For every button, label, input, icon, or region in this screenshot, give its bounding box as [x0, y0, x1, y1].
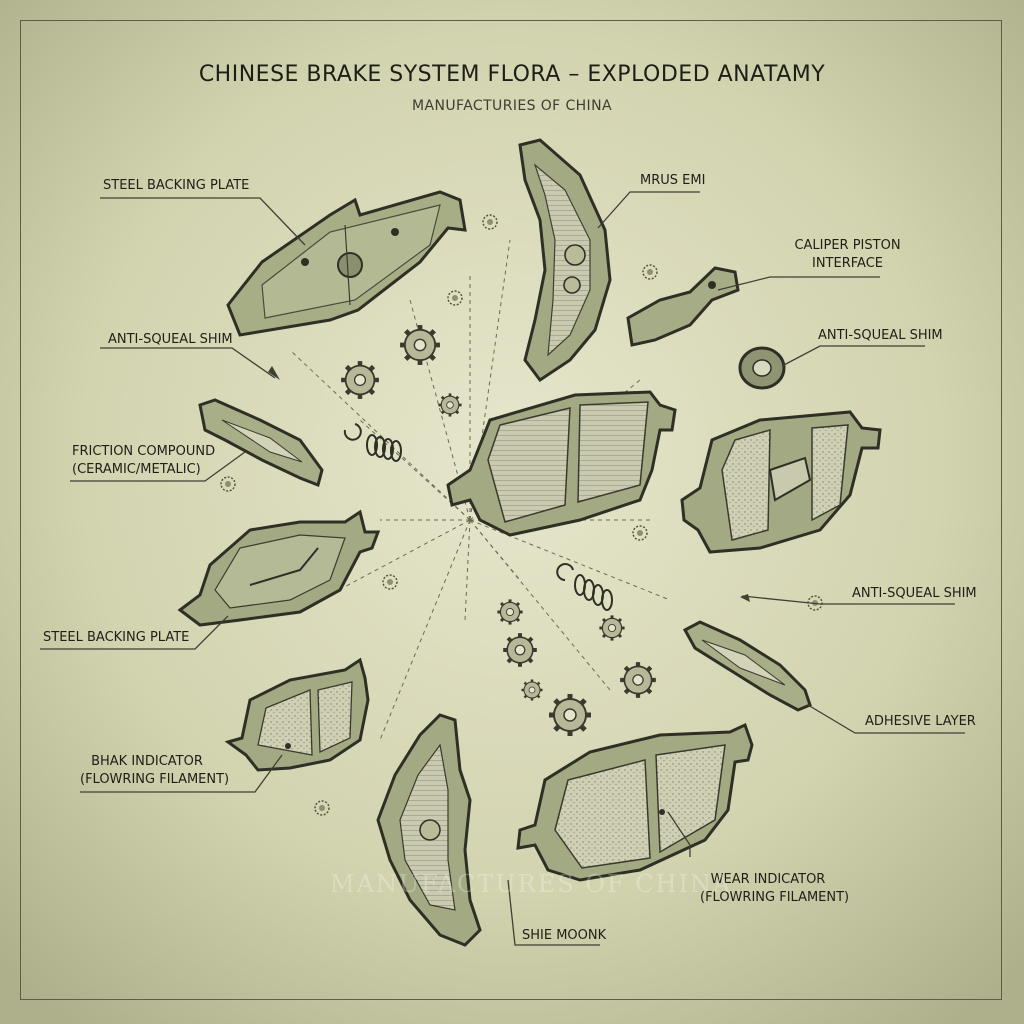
wear-line-2: (FLOWRING FILAMENT) [700, 890, 850, 905]
label-friction-compound: FRICTION COMPOUND (CERAMIC/METALIC) [72, 443, 215, 479]
diagram-title: CHINESE BRAKE SYSTEM FLORA – EXPLODED AN… [198, 62, 826, 87]
label-bhak-indicator: BHAK INDICATOR (FLOWRING FILAMENT) [80, 753, 230, 789]
caliper-line-1: CALIPER PISTON [794, 238, 901, 253]
label-mrus-emi: MRUS EMI [640, 173, 706, 188]
curved-pad-bottom-part [376, 713, 482, 947]
bhak-line-2: (FLOWRING FILAMENT) [80, 772, 230, 787]
steel-backing-plate-top-part [226, 190, 467, 337]
spring-coils [343, 423, 613, 611]
friction-line-1: FRICTION COMPOUND [72, 444, 216, 459]
right-brake-pad-assembly [680, 410, 882, 554]
curved-pad-top-part [518, 138, 612, 383]
label-caliper-piston-interface: CALIPER PISTON INTERFACE [790, 237, 905, 273]
bhak-indicator-pad [224, 657, 370, 772]
label-adhesive-layer: ADHESIVE LAYER [865, 714, 976, 729]
friction-line-2: (CERAMIC/METALIC) [72, 462, 201, 477]
label-wear-indicator: WEAR INDICATOR (FLOWRING FILAMENT) [700, 871, 850, 907]
anti-squeal-shim-strip-left [198, 398, 324, 488]
central-brake-pad [446, 390, 677, 537]
adhesive-layer-strip [682, 620, 812, 712]
border-frame [20, 20, 1002, 1000]
wear-indicator-pad [516, 722, 754, 882]
wear-line-1: WEAR INDICATOR [710, 872, 826, 887]
label-anti-squeal-shim-left: ANTI-SQUEAL SHIM [108, 332, 233, 347]
leader-arrowheads [268, 366, 750, 602]
steel-backing-plate-lower-part [177, 509, 381, 627]
label-anti-squeal-shim-right-bottom: ANTI-SQUEAL SHIM [852, 586, 977, 601]
anti-squeal-shim-drum [738, 346, 786, 390]
label-anti-squeal-shim-right-top: ANTI-SQUEAL SHIM [818, 328, 943, 343]
caliper-piston-interface-part [626, 266, 740, 347]
label-leader-lines [40, 191, 965, 946]
label-steel-backing-plate-bottom: STEEL BACKING PLATE [43, 630, 190, 645]
bhak-line-1: BHAK INDICATOR [91, 754, 203, 769]
label-steel-backing-plate-top: STEEL BACKING PLATE [103, 178, 250, 193]
label-shie-moonk: SHIE MOONK [522, 928, 607, 943]
caliper-line-2: INTERFACE [812, 256, 883, 271]
watermark-text: MANUFACTURES OF CHINA [330, 870, 733, 898]
diagram-subtitle: MANUFACTURIES OF CHINA [412, 98, 612, 114]
